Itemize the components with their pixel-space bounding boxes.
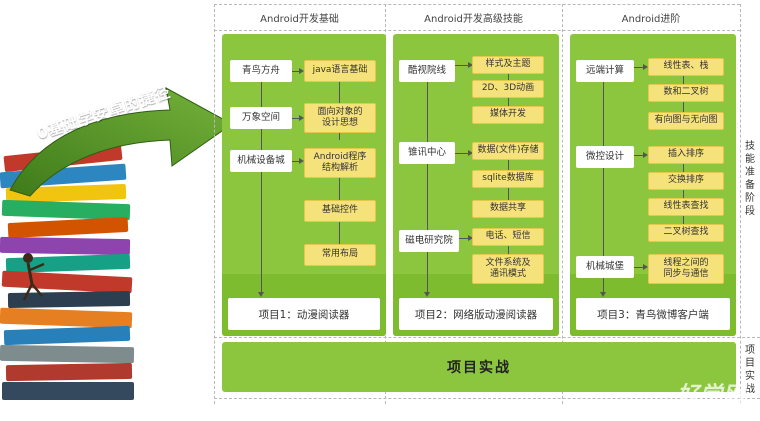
topic-node: 媒体开发 [472,106,544,124]
topic-node: 文件系统及 通讯模式 [472,254,544,284]
project-box: 项目3：青鸟微博客户端 [576,298,730,330]
topic-node: 数据共享 [472,200,544,218]
main-node: 万象空间 [230,107,292,129]
main-node: 机械设备城 [230,150,292,172]
main-node: 远端计算 [576,60,634,82]
topic-node: Android程序 结构解析 [304,148,376,178]
divider-line [562,4,563,404]
topic-node: 样式及主题 [472,56,544,74]
topic-node: 线性表查找 [648,198,724,216]
main-node: 机械城堡 [576,256,634,278]
divider-line [214,4,740,5]
divider-line [740,4,741,404]
topic-node: 交换排序 [648,172,724,190]
climber-figure [22,253,45,301]
topic-node: 有向图与无向图 [648,112,724,130]
topic-node: 数和二叉树 [648,84,724,102]
topic-node: 数据(文件)存储 [472,142,544,160]
topic-node: 插入排序 [648,146,724,164]
divider-line [214,398,760,399]
project-box: 项目2：网络版动漫阅读器 [399,298,553,330]
divider-line [214,4,215,404]
stage-label-project: 项目实战 [745,345,755,395]
topic-node: 线性表、栈 [648,58,724,76]
topic-node: 常用布局 [304,244,376,266]
topic-node: 线程之间的 同步与通信 [648,254,724,284]
books-illustration [0,143,145,410]
divider-line [214,337,760,338]
main-node: 锥讯中心 [399,142,455,164]
watermark-logo: 好学网 [676,383,746,408]
topic-node: 基础控件 [304,200,376,222]
column-header: Android进阶 [621,14,681,25]
main-node: 青鸟方舟 [230,60,292,82]
main-node: 酷视院线 [399,60,455,82]
topic-node: sqlite数据库 [472,170,544,188]
topic-node: 面向对象的 设计思想 [304,103,376,133]
column-header: Android开发基础 [260,14,339,25]
project-box: 项目1：动漫阅读器 [228,298,380,330]
divider-line [214,30,740,31]
column-header: Android开发高级技能 [424,14,523,25]
stage-label-skills: 技能准备阶段 [745,141,755,217]
topic-node: 电话、短信 [472,228,544,246]
project-practice-bar: 项目实战 [222,342,736,392]
curved-arrow-icon [0,40,240,200]
topic-node: 2D、3D动画 [472,80,544,98]
topic-node: java语言基础 [304,60,376,82]
main-node: 微控设计 [576,146,634,168]
topic-node: 二叉树查找 [648,224,724,242]
main-node: 磁电研究院 [399,230,459,252]
